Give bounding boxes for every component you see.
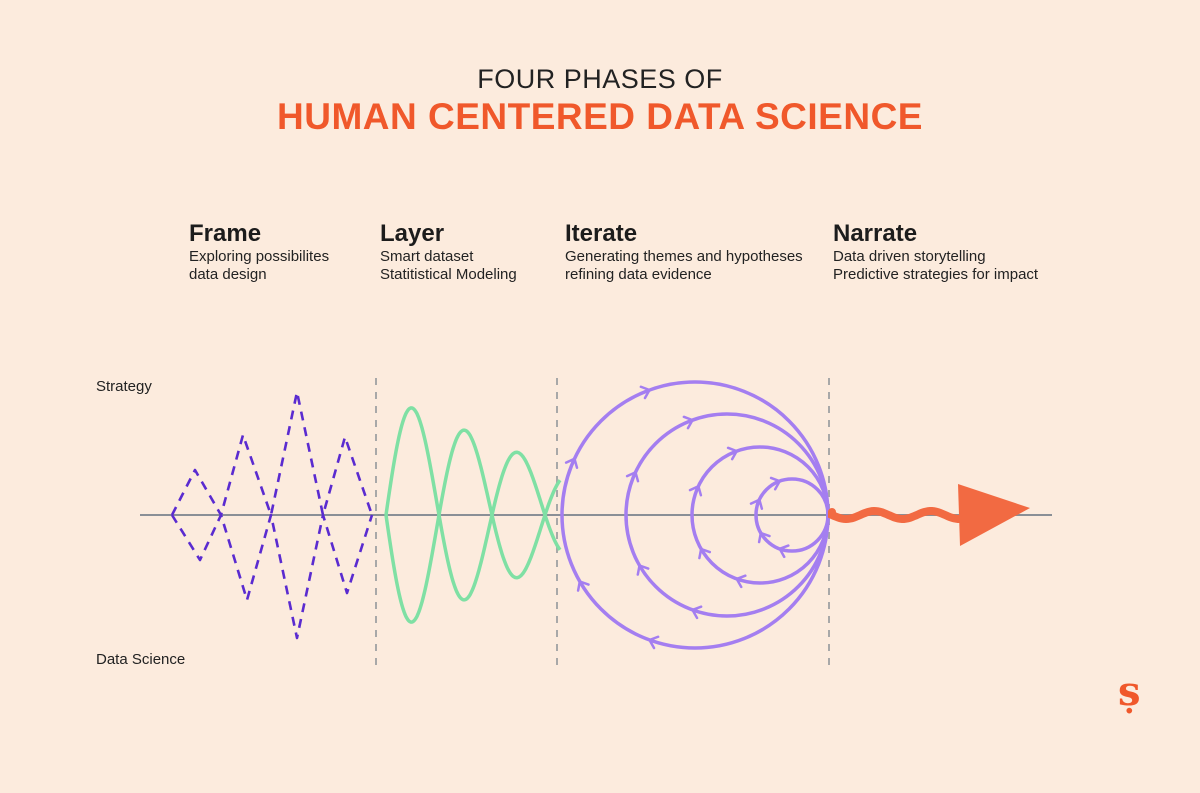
layer-wave-b xyxy=(384,428,562,624)
layer-sine-wave xyxy=(384,406,562,624)
phase-description-line: Predictive strategies for impact xyxy=(833,266,1039,283)
iterate-arrow-chevron xyxy=(625,470,640,483)
iterate-arrow-chevron xyxy=(688,484,703,497)
phase-layer: Layer Smart dataset Statitistical Modeli… xyxy=(380,220,517,284)
narrate-arrowhead xyxy=(958,484,1030,546)
iterate-arrow-chevron xyxy=(639,385,652,400)
phase-title: Layer xyxy=(380,220,445,247)
iterate-arrow-chevron xyxy=(682,415,695,430)
brand-logo: ṣ xyxy=(1118,668,1141,715)
axis-label-data-science: Data Science xyxy=(96,651,186,668)
iterate-arrow-chevron xyxy=(734,574,747,589)
phase-title: Narrate xyxy=(833,220,918,247)
iterate-arrow-chevron xyxy=(698,547,712,560)
iterate-arrow-chevron xyxy=(690,605,703,620)
phase-title: Iterate xyxy=(565,220,638,247)
iterate-arrow-chevron xyxy=(647,635,660,650)
iterate-arrow-chevron xyxy=(576,579,590,592)
phase-description-line: Exploring possibilites xyxy=(189,248,330,265)
header-title: HUMAN CENTERED DATA SCIENCE xyxy=(277,96,923,137)
phase-title: Frame xyxy=(189,220,262,247)
layer-wave-a xyxy=(384,406,562,602)
frame-wave-lower xyxy=(170,513,374,640)
phase-description-line: Generating themes and hypotheses xyxy=(565,248,803,265)
phase-description-line: refining data evidence xyxy=(565,266,712,283)
phase-description-line: data design xyxy=(189,266,267,283)
iterate-arrow-chevron xyxy=(564,457,579,469)
phase-frame: Frame Exploring possibilites data design xyxy=(189,220,329,284)
phase-narrate: Narrate Data driven storytelling Predict… xyxy=(833,220,1038,284)
phase-description-line: Statitistical Modeling xyxy=(380,266,517,283)
iterate-arrow-chevron xyxy=(769,476,782,491)
narrate-wavy-line xyxy=(828,506,966,524)
iterate-arrow-chevron xyxy=(726,446,739,461)
frame-wave-upper xyxy=(170,390,374,517)
iterate-arrow-chevron xyxy=(749,498,764,510)
phase-iterate: Iterate Generating themes and hypotheses… xyxy=(565,220,803,284)
iterate-arrow-chevron xyxy=(777,544,790,559)
axis-label-strategy: Strategy xyxy=(96,378,152,395)
phase-description-line: Smart dataset xyxy=(380,248,474,265)
narrate-arrow xyxy=(828,484,1030,546)
frame-zigzag-waves xyxy=(170,390,374,640)
iterate-arrow-chevron xyxy=(757,531,771,544)
iterate-arrow-chevron xyxy=(636,563,650,576)
phase-description-line: Data driven storytelling xyxy=(833,248,986,265)
header-subtitle: FOUR PHASES OF xyxy=(477,64,723,94)
